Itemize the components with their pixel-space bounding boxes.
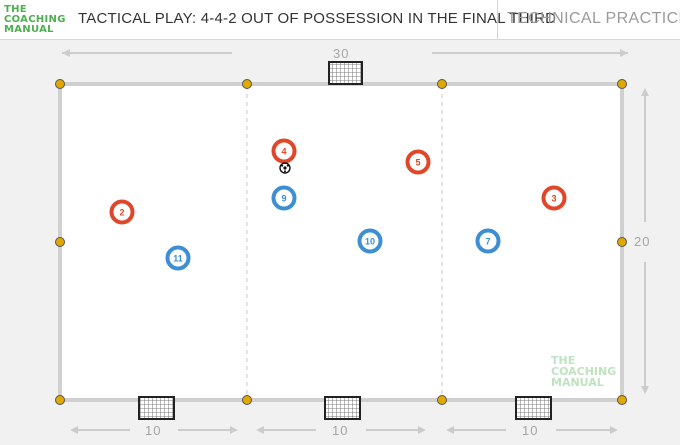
zone-label-2: 10	[332, 423, 348, 438]
coaching-manual-watermark: THE COACHING MANUAL	[551, 354, 616, 389]
cone-bottom-left-divider[interactable]	[242, 395, 252, 405]
red-player-3-marker	[541, 185, 567, 211]
red-player-2-marker	[109, 199, 135, 225]
header-divider	[497, 0, 498, 39]
practice-type-label: TECHNICAL PRACTICE	[507, 10, 680, 27]
blue-player-10-marker	[357, 228, 383, 254]
logo-line-2: COACHING	[4, 14, 66, 25]
goal-bottom-centre-net	[324, 396, 361, 420]
zone-dimension-1: 10	[70, 423, 238, 438]
red-player-5-marker	[405, 149, 431, 175]
goal-bottom-right[interactable]	[515, 396, 552, 420]
zone-dimension-3: 10	[446, 423, 618, 438]
cones	[55, 79, 627, 405]
zone-label-1: 10	[145, 423, 161, 438]
width-arrow-right-head	[620, 49, 628, 57]
cone-top-right[interactable]	[617, 79, 627, 89]
cone-top-left-divider[interactable]	[242, 79, 252, 89]
zone-2-arrow-right-head	[418, 426, 426, 434]
goal-top[interactable]	[328, 61, 363, 85]
zone-1-arrow-left-head	[70, 426, 78, 434]
goal-top-net	[328, 61, 363, 85]
height-label: 20	[634, 234, 650, 249]
ball-icon[interactable]	[279, 162, 291, 174]
ball-patch-3	[284, 170, 286, 173]
zone-label-3: 10	[522, 423, 538, 438]
goal-bottom-left-net	[138, 396, 175, 420]
brand-logo[interactable]: THE COACHING MANUAL	[4, 5, 74, 39]
zone-1-arrow-right-head	[230, 426, 238, 434]
width-arrow-left-head	[62, 49, 70, 57]
watermark-line-2: COACHING	[551, 365, 616, 378]
red-player-2-number: 2	[119, 208, 124, 218]
zone-3-arrow-left-head	[446, 426, 454, 434]
blue-player-10[interactable]: 10	[357, 228, 383, 254]
width-label: 30	[333, 46, 349, 61]
watermark-line-1: THE	[551, 354, 575, 367]
red-player-2[interactable]: 2	[109, 199, 135, 225]
goal-bottom-centre[interactable]	[324, 396, 361, 420]
blue-player-11-number: 11	[173, 254, 183, 264]
red-player-3-number: 3	[551, 194, 556, 204]
page-title: TACTICAL PLAY: 4-4-2 OUT OF POSSESSION I…	[78, 10, 557, 27]
cone-bottom-right[interactable]	[617, 395, 627, 405]
blue-player-7-marker	[475, 228, 501, 254]
watermark-line-3: MANUAL	[551, 376, 604, 389]
cone-mid-left[interactable]	[55, 237, 65, 247]
cone-top-left[interactable]	[55, 79, 65, 89]
cone-top-right-divider[interactable]	[437, 79, 447, 89]
blue-player-10-number: 10	[365, 237, 375, 247]
zone-2-arrow-left-head	[256, 426, 264, 434]
height-arrow-bottom-head	[641, 386, 649, 394]
width-dimension: 30	[62, 46, 628, 61]
pitch-area	[58, 82, 624, 402]
red-player-3[interactable]: 3	[541, 185, 567, 211]
logo-line-1: THE	[4, 4, 27, 15]
blue-player-11-marker	[165, 245, 191, 271]
cone-mid-right[interactable]	[617, 237, 627, 247]
cone-bottom-left[interactable]	[55, 395, 65, 405]
red-player-4[interactable]: 4	[271, 138, 297, 164]
height-dimension: 20	[634, 88, 650, 394]
goal-bottom-left[interactable]	[138, 396, 175, 420]
zone-3-arrow-right-head	[610, 426, 618, 434]
goal-bottom-right-net	[515, 396, 552, 420]
cone-bottom-right-divider[interactable]	[437, 395, 447, 405]
red-player-4-marker	[271, 138, 297, 164]
ball-centre-patch	[283, 166, 287, 170]
red-player-5[interactable]: 5	[405, 149, 431, 175]
height-arrow-top-head	[641, 88, 649, 96]
blue-player-7[interactable]: 7	[475, 228, 501, 254]
ball-patch-1	[281, 164, 284, 167]
blue-player-9[interactable]: 9	[271, 185, 297, 211]
blue-player-9-number: 9	[281, 194, 286, 204]
blue-player-7-number: 7	[485, 237, 490, 247]
red-player-5-number: 5	[415, 158, 420, 168]
blue-player-11[interactable]: 11	[165, 245, 191, 271]
zone-dimension-2: 10	[256, 423, 426, 438]
header-bar: THE COACHING MANUAL TACTICAL PLAY: 4-4-2…	[0, 0, 680, 40]
ball-patch-2	[286, 164, 289, 167]
logo-line-3: MANUAL	[4, 24, 54, 35]
blue-player-9-marker	[271, 185, 297, 211]
pitch-boundary	[58, 82, 624, 402]
red-player-4-number: 4	[281, 147, 286, 157]
